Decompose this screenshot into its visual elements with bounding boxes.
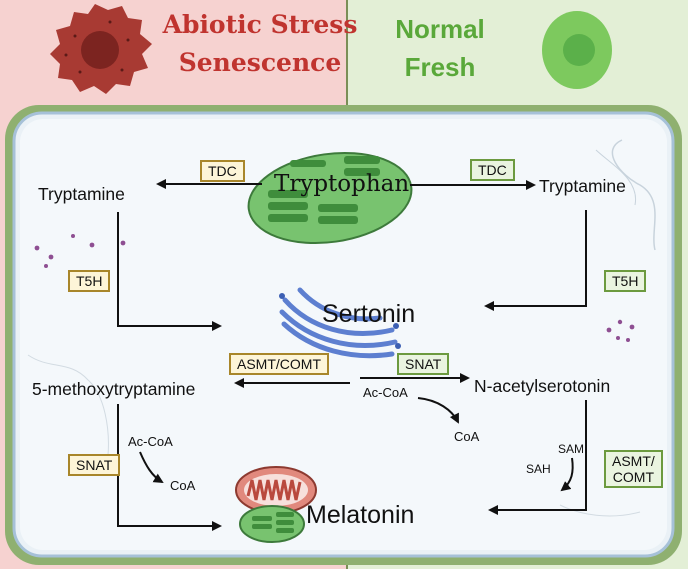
arrow-tryptamine-to-serotonin-right <box>484 210 587 311</box>
acCoA-center-label: Ac-CoA <box>363 385 408 400</box>
enzyme-asmt-comt-center: ASMT/COMT <box>229 353 329 375</box>
cell-interior <box>20 119 667 550</box>
tryptamine-right-label: Tryptamine <box>539 176 626 196</box>
arrow-tryptamine-to-serotonin-left <box>117 212 222 331</box>
enzyme-tdc-left: TDC <box>200 160 245 182</box>
normal-title-line2: Fresh <box>404 52 476 82</box>
sah-label: SAH <box>526 462 551 476</box>
acetylserotonin-label: N-acetylserotonin <box>474 376 611 396</box>
enzyme-asmt-comt-right: ASMT/ COMT <box>604 450 663 488</box>
chloroplast-top <box>247 151 413 245</box>
enzyme-snat-center: SNAT <box>397 353 450 375</box>
stress-title-line1: Abiotic Stress <box>162 10 358 39</box>
methoxytryptamine-label: 5-methoxytryptamine <box>32 379 196 399</box>
normal-title-line1: Normal <box>395 14 485 44</box>
arrow-sam-to-sah <box>560 457 574 492</box>
enzyme-t5h-left: T5H <box>68 270 111 292</box>
melatonin-label: Melatonin <box>306 501 415 529</box>
stress-title-line2: Senescence <box>178 48 342 77</box>
pathway-arrows <box>117 179 587 531</box>
enzyme-snat-left: SNAT <box>68 454 121 476</box>
tryptophan-label: Tryptophan <box>274 171 410 197</box>
enzyme-asmt-comt-right-line1: ASMT/ <box>612 453 655 469</box>
enzyme-t5h-right: T5H <box>604 270 647 292</box>
serotonin-label: Sertonin <box>322 300 416 328</box>
acCoA-left-label: Ac-CoA <box>128 434 173 449</box>
vesicle-dots-left <box>34 234 126 268</box>
chloroplast-bottom <box>239 505 305 543</box>
arrow-acCoA-to-coA-center <box>417 397 459 424</box>
golgi-apparatus <box>279 287 398 359</box>
arrow-acetylserotonin-to-melatonin <box>488 400 587 515</box>
normal-title: Normal Fresh <box>380 14 500 82</box>
enzyme-asmt-comt-right-line2: COMT <box>612 469 654 485</box>
arrow-methoxytryptamine-to-melatonin <box>117 404 222 531</box>
coA-left-label: CoA <box>170 478 196 493</box>
coA-center-label: CoA <box>454 429 480 444</box>
mitochondrion <box>235 466 317 514</box>
tryptamine-left-label: Tryptamine <box>38 184 125 204</box>
sam-label: SAM <box>558 442 585 456</box>
arrow-acCoA-to-coA-left <box>139 451 164 484</box>
stress-title: Abiotic Stress Senescence <box>160 10 360 78</box>
stressed-cell-icon <box>50 4 152 94</box>
vesicle-dots-right <box>606 319 635 342</box>
enzyme-tdc-right: TDC <box>470 159 515 181</box>
fresh-cell-icon <box>542 11 612 89</box>
